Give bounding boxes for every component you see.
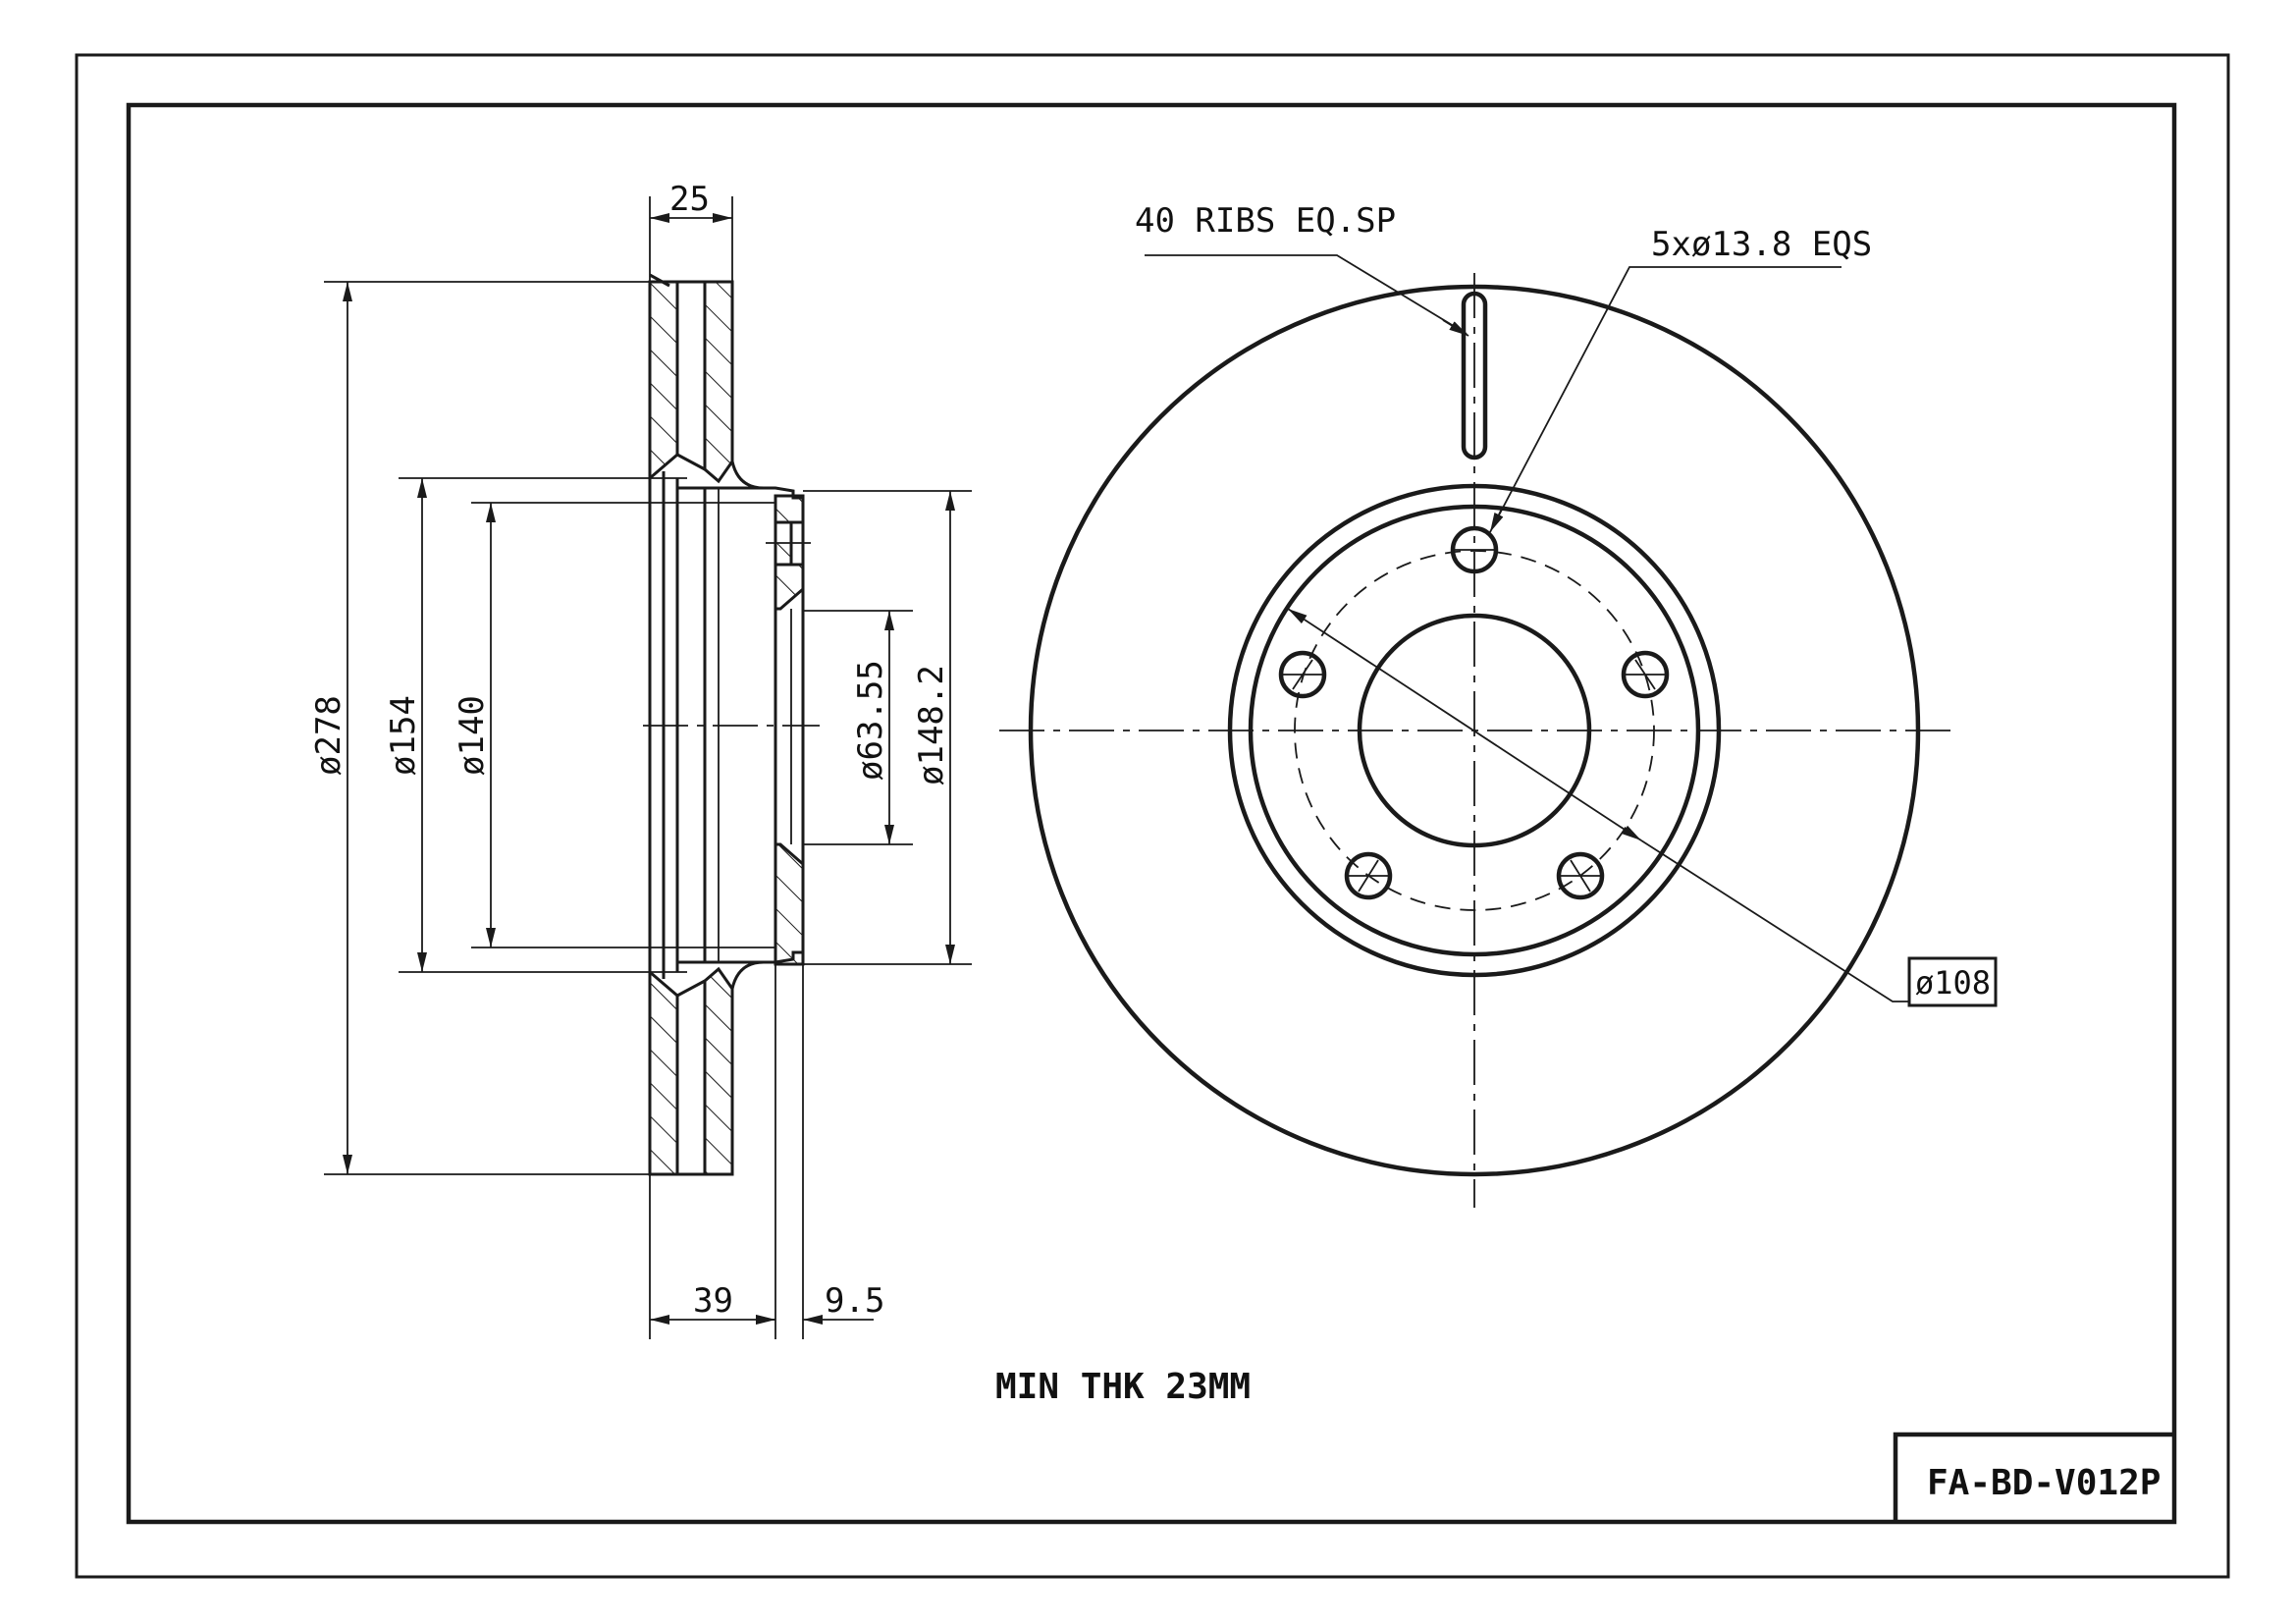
dim-140-text: ø140	[453, 695, 492, 776]
ribs-leader-arrow	[1442, 319, 1469, 337]
title-block: FA-BD-V012P	[1893, 1432, 2174, 1522]
hat-top-wall	[730, 460, 803, 500]
outer-plate-bottom	[648, 968, 679, 1176]
pcd-callout-box	[1907, 956, 1998, 1007]
rib-top-arrow	[649, 273, 670, 288]
inner-plate-bottom	[703, 966, 734, 1176]
outer-plate-top	[648, 280, 679, 482]
pcd-callout-text: ø108	[1915, 964, 1991, 1001]
pcd-leader	[1640, 839, 1909, 1002]
outer-frame	[75, 53, 2230, 1579]
bolt-holes-leader	[1491, 266, 1842, 529]
dim-6355-text: ø63.55	[851, 660, 890, 781]
pcd-dimension-line	[1287, 608, 1642, 841]
dim-154-text: ø154	[384, 695, 423, 776]
part-number: FA-BD-V012P	[1927, 1463, 2161, 1503]
min-thickness-note: MIN THK 23MM	[995, 1367, 1251, 1407]
section-view: ø278 ø154 ø140 ø63.55 ø148.2 25 39 9.5	[309, 180, 972, 1339]
dim-278-text: ø278	[309, 695, 348, 776]
dim-25-text: 25	[669, 180, 710, 219]
inner-frame	[126, 102, 2177, 1525]
hat-face-bottom	[774, 842, 805, 966]
hat-face-top	[774, 494, 805, 611]
dim-39-text: 39	[693, 1281, 733, 1321]
inner-plate-top	[703, 280, 734, 484]
ribs-callout-text: 40 RIBS EQ.SP	[1135, 201, 1396, 241]
dim-95-text: 9.5	[825, 1281, 884, 1321]
vent-rib-slot	[1461, 291, 1488, 460]
bolt-holes-callout-text: 5xø13.8 EQS	[1651, 225, 1872, 264]
vent-channel-top	[676, 280, 706, 471]
ribs-leader	[1145, 254, 1468, 335]
dim-1482-text: ø148.2	[912, 665, 951, 785]
front-view: ø108 40 RIBS EQ.SP 5xø13.8 EQS	[999, 201, 1998, 1208]
bolt-holes-leader-arrow	[1489, 508, 1504, 533]
vent-channel-bottom	[676, 979, 706, 1176]
